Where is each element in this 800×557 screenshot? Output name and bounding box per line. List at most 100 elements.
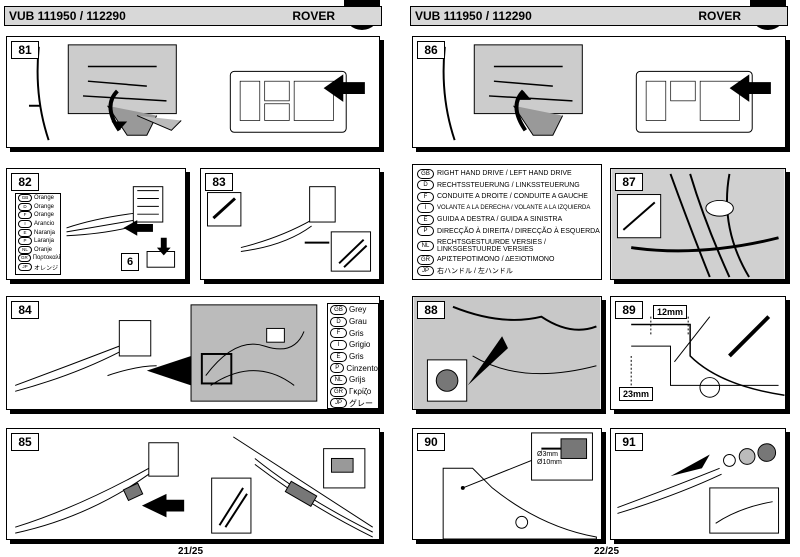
lang-badge: F [18,211,32,220]
connector-crimp-illustration [207,186,372,272]
color-name: Gris [349,352,364,362]
brand-name: ROVER [698,9,741,23]
drive-label: RIGHT HAND DRIVE / LEFT HAND DRIVE [437,170,572,178]
step-88-panel: 88 [412,296,602,410]
lang-badge: E [330,351,347,362]
color-name: オレンジ [34,265,59,272]
step-86-panel: 86 [412,36,786,148]
lang-badge: D [18,202,32,211]
step-89-panel: 89 12mm 23mm [610,296,786,410]
lang-badge: P [417,226,434,237]
step-number: 89 [615,301,643,319]
drive-label: DIRECÇÃO À DIREITA / DIRECÇÃO À ESQUERDA [437,227,600,235]
model-code: VUB 111950 / 112290 [415,9,532,23]
lang-badge: GB [330,304,347,315]
step-91-panel: 91 [610,428,786,540]
brand-name: ROVER [292,9,335,23]
lang-badge: GB [417,168,434,179]
lang-badge: P [18,237,32,246]
lang-badge: JP [417,266,434,277]
lang-badge: GR [330,386,347,397]
drive-label: ΑΡΙΣΤΕΡΟΤΙΜΟΝΟ / ΔΕΞΙΟΤΙΜΟΝΟ [437,256,555,264]
lang-badge: P [330,363,345,374]
step-number: 87 [615,173,643,191]
step-number: 82 [11,173,39,191]
lang-badge: D [330,316,347,327]
step-83-panel: 83 [200,168,380,280]
drive-label: GUIDA A DESTRA / GUIDA A SINISTRA [437,216,563,224]
lang-badge: F [330,328,347,339]
drive-label: CONDUITE A DROITE / CONDUITE A GAUCHE [437,193,588,201]
lang-badge: GB [18,194,32,203]
color-name: Laranja [34,238,55,245]
lang-badge: NL [330,374,347,385]
color-name: グレー [349,398,373,408]
step-number: 81 [11,41,39,59]
grommet-illustration [617,443,780,534]
lang-badge: F [417,191,434,202]
color-name: Γκρίζο [349,387,372,397]
color-name: Arancio [34,221,55,228]
step-number: 86 [417,41,445,59]
color-name: Grijs [349,375,366,385]
drill-panel-illustration [442,432,597,539]
step-85-panel: 85 [6,428,380,540]
color-name: Grau [349,317,367,327]
page-number: 21/25 [178,546,204,557]
wiring-illustration [15,304,318,402]
drive-label: VOLANTE A LA DERECHA / VOLANTE A LA IZQU… [437,205,591,212]
step-number: 91 [615,433,643,451]
step-number: 85 [11,433,39,451]
dimension-label: 23mm [619,387,654,401]
lang-badge: E [18,228,32,237]
color-name: Πορτοκαλί [32,255,60,262]
color-name: Grigio [349,340,371,350]
drive-label: RECHTSSTEUERUNG / LINKSSTEUERUNG [437,181,580,189]
lang-badge: JP [18,263,32,272]
color-name: Gris [349,328,364,338]
lang-badge: D [417,180,434,191]
model-code: VUB 111950 / 112290 [9,9,126,23]
step-81-panel: 81 [6,36,380,148]
page-header: VUB 111950 / 112290 ROVER [410,6,788,26]
dimension-label: 12mm [653,305,688,319]
lang-badge: JP [330,398,347,409]
drill-size: Ø3mm [537,451,558,458]
footwell-illustration [28,44,365,141]
lang-badge: I [18,220,32,229]
lang-badge: GR [18,254,31,263]
drill-size: Ø10mm [537,459,562,466]
drill-sizes: Ø3mm Ø10mm [537,451,562,467]
footwell-illustration [442,44,771,141]
wiring-routing-illustration [611,169,785,279]
color-name: Cinzento [346,363,378,373]
step-87-panel: 87 [610,168,786,280]
measurement-illustration [630,315,785,398]
page-header: VUB 111950 / 112290 ROVER [4,6,382,26]
lang-badge: GR [417,254,434,265]
drive-label: RECHTSGESTUURDE VERSIES / LINKSGESTUURDE… [437,238,546,253]
step-reference: 6 [121,253,139,271]
step-90-panel: 90 Ø3mm Ø10mm [412,428,602,540]
color-name: Grey [349,305,367,315]
step-number: 84 [11,301,39,319]
color-name: Orange [34,203,55,210]
connector-illustration [66,186,176,268]
color-name: Orange [34,212,55,219]
lang-badge: NL [18,245,32,254]
